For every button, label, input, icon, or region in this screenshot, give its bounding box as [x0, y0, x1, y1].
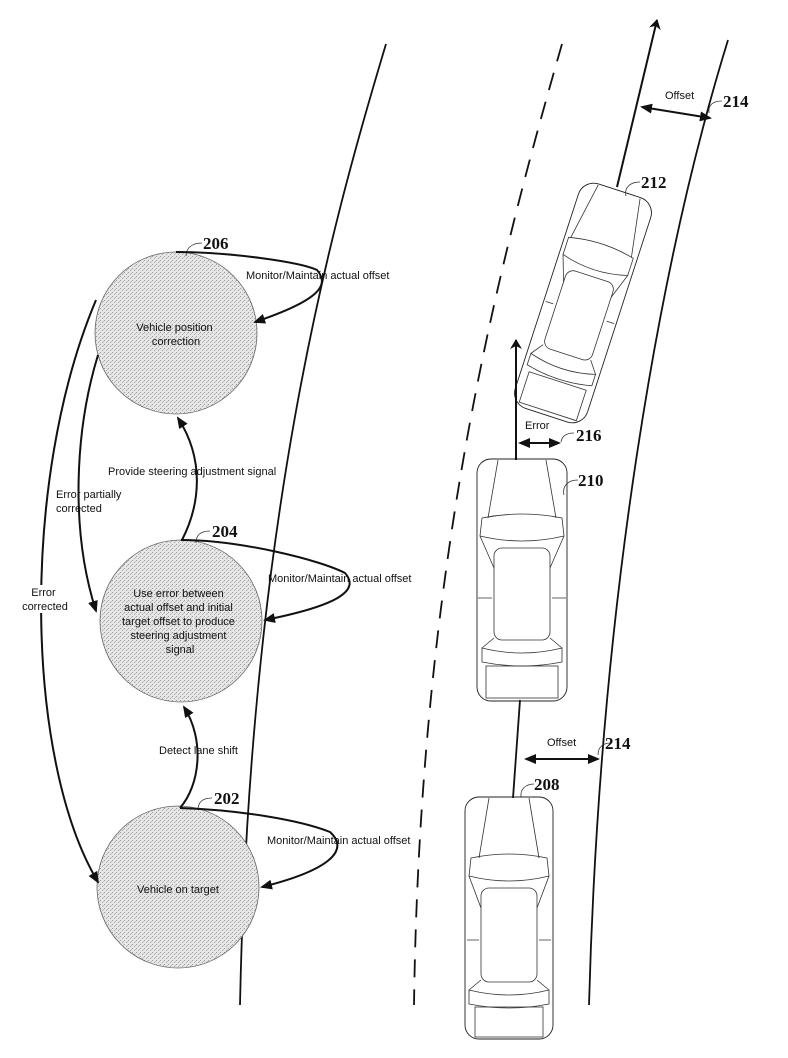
state-204-label: Use error between actual offset and init…	[122, 588, 238, 656]
transition-monitor-206-loop	[175, 251, 323, 324]
state-206-label: Vehicle position correction	[136, 322, 216, 348]
ref-204: 204	[212, 522, 238, 541]
transition-error-partially-corrected	[77, 354, 99, 613]
state-202-label: Vehicle on target	[137, 884, 219, 896]
offset-top-dimension-arrow	[640, 103, 712, 122]
transition-provide-steering	[176, 416, 198, 541]
transition-detect-lane-shift-label: Detect lane shift	[159, 745, 238, 757]
transition-monitor-202-loop	[179, 807, 339, 890]
vehicle-212	[514, 182, 652, 424]
ref-206: 206	[203, 234, 229, 253]
ref-leader-212	[625, 181, 641, 197]
transition-detect-lane-shift	[179, 705, 199, 809]
lane-center-segment	[512, 699, 521, 799]
ref-208: 208	[534, 775, 560, 794]
transition-error-corrected-label: Error corrected	[22, 587, 68, 613]
transition-monitor-206-label: Monitor/Maintain actual offset	[246, 270, 389, 282]
transition-error-partially-label: Error partially corrected	[56, 489, 124, 515]
vehicle-210	[476, 458, 568, 702]
ref-leader-216	[560, 432, 575, 443]
state-202-circle	[96, 805, 260, 969]
ref-leader-210	[563, 479, 579, 496]
vehicle-208	[464, 796, 554, 1040]
road-right-edge	[588, 39, 729, 1006]
vehicle-heading-arrow-top	[616, 19, 661, 188]
ref-210: 210	[578, 471, 604, 490]
ref-leader-208	[520, 783, 535, 798]
ref-leader-214-top	[708, 100, 723, 114]
offset-bottom-label: Offset	[547, 737, 576, 749]
transition-provide-steering-label: Provide steering adjustment signal	[108, 466, 276, 478]
ref-214-top: 214	[723, 92, 749, 111]
ref-leader-206	[185, 242, 203, 257]
error-label: Error	[525, 420, 550, 432]
ref-216: 216	[576, 426, 602, 445]
ref-202: 202	[214, 789, 240, 808]
transition-monitor-204-loop	[180, 539, 351, 623]
ref-214-bottom: 214	[605, 734, 631, 753]
road-left-edge	[239, 43, 387, 1006]
lane-divider-dashed	[413, 43, 563, 1006]
transition-monitor-204-label: Monitor/Maintain actual offset	[268, 573, 411, 585]
ref-212: 212	[641, 173, 667, 192]
transition-monitor-202-label: Monitor/Maintain actual offset	[267, 835, 410, 847]
ref-leader-214-bottom	[597, 742, 612, 756]
offset-top-label: Offset	[665, 90, 694, 102]
